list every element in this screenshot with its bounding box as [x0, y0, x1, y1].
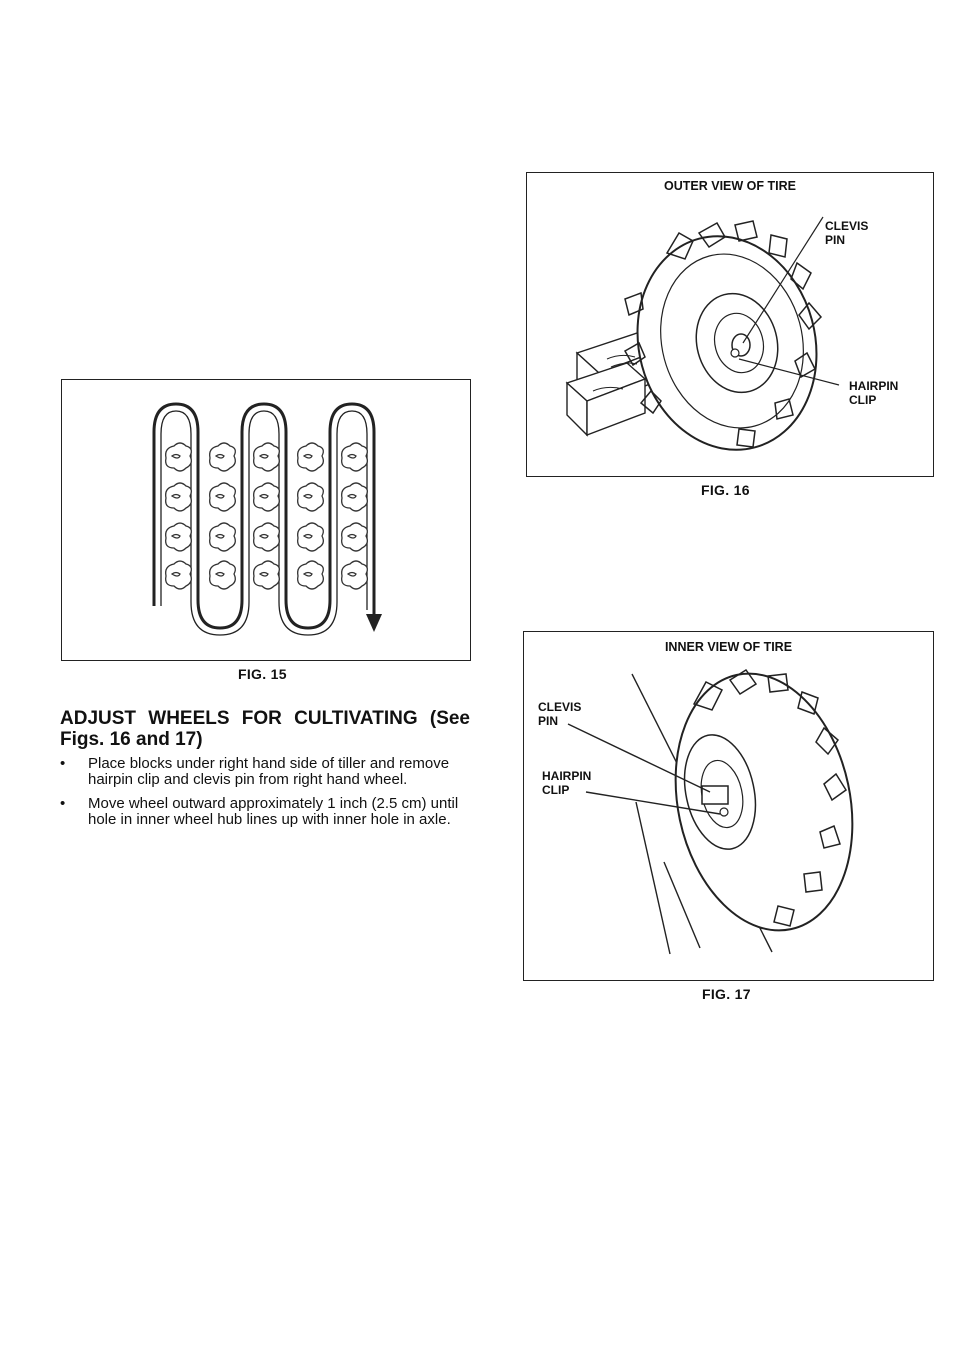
plant-clump-icon	[297, 522, 324, 552]
instruction-item: Place blocks under right hand side of ti…	[60, 756, 472, 788]
plant-clump-icon	[297, 442, 324, 472]
plant-clump-icon	[253, 442, 280, 472]
arrow-down-icon	[366, 614, 382, 632]
fig15-caption: FIG. 15	[238, 666, 287, 682]
plant-clump-icon	[209, 482, 236, 512]
plant-clump-icon	[341, 560, 368, 590]
section-heading: ADJUST WHEELS FOR CULTIVATING (See Figs.…	[60, 708, 470, 750]
plant-clump-icon	[341, 442, 368, 472]
fig16-caption: FIG. 16	[701, 482, 750, 498]
plant-clump-icon	[341, 522, 368, 552]
fig17-hairpin-label: HAIRPIN CLIP	[542, 769, 591, 797]
instruction-list: Place blocks under right hand side of ti…	[60, 756, 472, 836]
plant-clump-icon	[209, 522, 236, 552]
plant-clump-icon	[297, 560, 324, 590]
fig17-title: INNER VIEW OF TIRE	[664, 640, 793, 654]
plant-clump-icon	[297, 482, 324, 512]
fig16-hairpin-label: HAIRPIN CLIP	[849, 379, 898, 407]
plant-clump-icon	[165, 560, 192, 590]
plant-clump-icon	[253, 560, 280, 590]
fig17-illustration: INNER VIEW OF TIRE CLEVIS	[523, 631, 934, 1002]
fig17-clevis-label-line1: CLEVIS	[538, 700, 582, 714]
fig17-clevis-label-line2: PIN	[538, 714, 559, 728]
fig17-hairpin-label-line2: CLIP	[542, 783, 570, 797]
fig16-illustration: OUTER VIEW OF TIRE	[526, 172, 934, 498]
fig16-title: OUTER VIEW OF TIRE	[664, 179, 796, 193]
plant-clump-icon	[165, 482, 192, 512]
fig16-clevis-label-line1: CLEVIS	[825, 219, 869, 233]
fig16-hairpin-label-line1: HAIRPIN	[849, 379, 899, 393]
fig16-hairpin-label-line2: CLIP	[849, 393, 877, 407]
outer-tire-drawing	[565, 216, 840, 451]
plant-clump-icon	[209, 560, 236, 590]
inner-tire-drawing	[567, 668, 854, 955]
fig16-clevis-label: CLEVIS PIN	[825, 219, 868, 247]
plant-clump-icon	[209, 442, 236, 472]
fig17-caption: FIG. 17	[702, 986, 751, 1002]
serpentine-path-diagram	[152, 402, 382, 636]
plant-clump-icon	[165, 522, 192, 552]
plant-clump-icon	[253, 482, 280, 512]
fig16-clevis-label-line2: PIN	[825, 233, 846, 247]
plant-clump-icon	[165, 442, 192, 472]
plant-clump-icon	[341, 482, 368, 512]
fig17-clevis-label: CLEVIS PIN	[538, 700, 581, 728]
plant-clump-icon	[253, 522, 280, 552]
instruction-item: Move wheel outward approximately 1 inch …	[60, 796, 472, 828]
fig17-hairpin-label-line1: HAIRPIN	[542, 769, 592, 783]
fig15-illustration: FIG. 15	[61, 379, 471, 682]
